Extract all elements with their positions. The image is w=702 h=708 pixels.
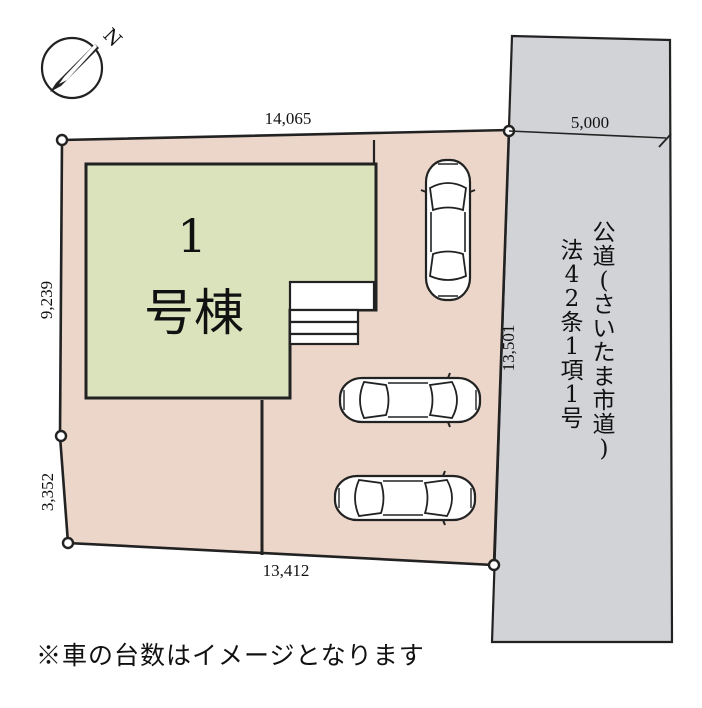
north-label: N xyxy=(99,24,126,51)
dimension-east-edge: 13,501 xyxy=(499,325,518,372)
dimension-west-lower: 3,352 xyxy=(38,473,57,511)
car-top-view-icon xyxy=(333,469,477,527)
road-width-dimension-line xyxy=(508,130,667,139)
parking-note: ※車の台数はイメージとなります xyxy=(36,641,425,670)
building-number: 1 xyxy=(177,209,206,263)
entrance-steps xyxy=(288,280,376,346)
car-top-view-icon xyxy=(338,371,482,429)
dimension-south-edge: 13,412 xyxy=(263,561,310,580)
dimension-north-edge: 14,065 xyxy=(265,109,312,128)
car-top-view-icon xyxy=(419,158,477,302)
north-arrow-icon: N xyxy=(40,24,126,100)
building-name: 号棟 xyxy=(144,284,244,342)
dimension-west-upper: 9,239 xyxy=(37,281,56,319)
dimension-road-width: 5,000 xyxy=(571,113,609,132)
lot-corner-markers xyxy=(54,124,516,572)
